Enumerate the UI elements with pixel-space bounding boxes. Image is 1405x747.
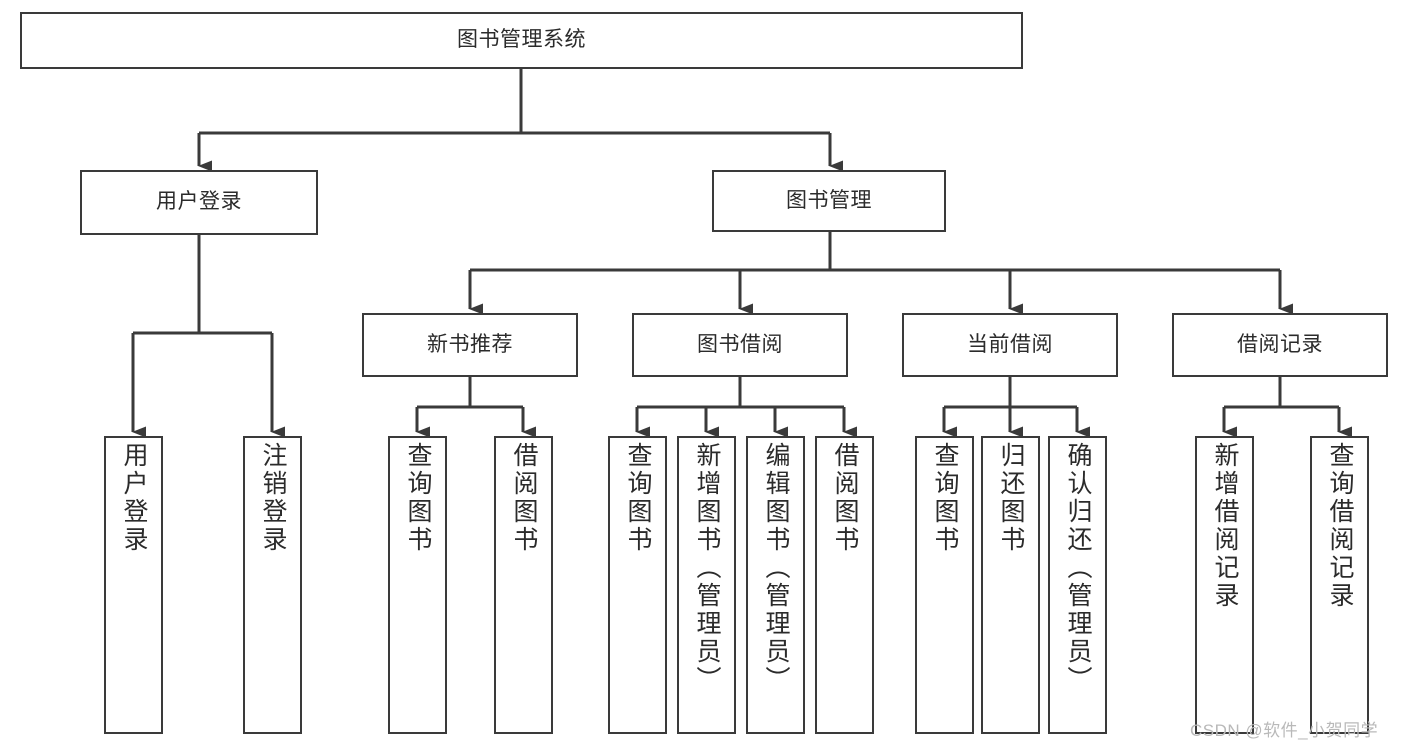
- node-label: 借阅记录: [1237, 332, 1323, 356]
- node-label: 注销登录: [259, 442, 287, 554]
- node-label: 确认归还（管理员）: [1064, 442, 1092, 694]
- leaf-current-query-book[interactable]: 查询图书: [915, 436, 974, 734]
- node-label: 编辑图书（管理员）: [762, 442, 790, 694]
- node-current-borrow[interactable]: 当前借阅: [902, 313, 1118, 377]
- node-label: 图书借阅: [697, 332, 783, 356]
- node-label: 新书推荐: [427, 332, 513, 356]
- node-user-login[interactable]: 用户登录: [80, 170, 318, 235]
- node-label: 借阅图书: [510, 442, 538, 554]
- leaf-borrow-query-book[interactable]: 查询图书: [608, 436, 667, 734]
- node-label: 查询借阅记录: [1326, 442, 1354, 610]
- node-label: 查询图书: [404, 442, 432, 554]
- node-label: 新增图书（管理员）: [693, 442, 721, 694]
- leaf-user-login[interactable]: 用户登录: [104, 436, 163, 734]
- node-borrow-record[interactable]: 借阅记录: [1172, 313, 1388, 377]
- node-book-borrow[interactable]: 图书借阅: [632, 313, 848, 377]
- leaf-recommend-query-book[interactable]: 查询图书: [388, 436, 447, 734]
- node-label: 用户登录: [156, 190, 242, 214]
- leaf-recommend-borrow-book[interactable]: 借阅图书: [494, 436, 553, 734]
- node-label: 新增借阅记录: [1211, 442, 1239, 610]
- node-label: 归还图书: [997, 442, 1025, 554]
- leaf-record-query-record[interactable]: 查询借阅记录: [1310, 436, 1369, 734]
- leaf-user-logout[interactable]: 注销登录: [243, 436, 302, 734]
- node-label: 当前借阅: [967, 332, 1053, 356]
- node-new-book-recommend[interactable]: 新书推荐: [362, 313, 578, 377]
- leaf-record-add-record[interactable]: 新增借阅记录: [1195, 436, 1254, 734]
- leaf-current-confirm-return-admin[interactable]: 确认归还（管理员）: [1048, 436, 1107, 734]
- csdn-watermark: CSDN @软件_小贺同学: [1190, 721, 1379, 740]
- node-book-management[interactable]: 图书管理: [712, 170, 946, 232]
- node-label: 查询图书: [624, 442, 652, 554]
- node-label: 图书管理: [786, 188, 872, 212]
- node-label: 查询图书: [931, 442, 959, 554]
- leaf-borrow-borrow-book[interactable]: 借阅图书: [815, 436, 874, 734]
- leaf-borrow-edit-book-admin[interactable]: 编辑图书（管理员）: [746, 436, 805, 734]
- leaf-borrow-add-book-admin[interactable]: 新增图书（管理员）: [677, 436, 736, 734]
- node-label: 用户登录: [120, 442, 148, 554]
- node-label: 图书管理系统: [457, 28, 586, 52]
- node-root-book-management-system[interactable]: 图书管理系统: [20, 12, 1023, 69]
- leaf-current-return-book[interactable]: 归还图书: [981, 436, 1040, 734]
- node-label: 借阅图书: [831, 442, 859, 554]
